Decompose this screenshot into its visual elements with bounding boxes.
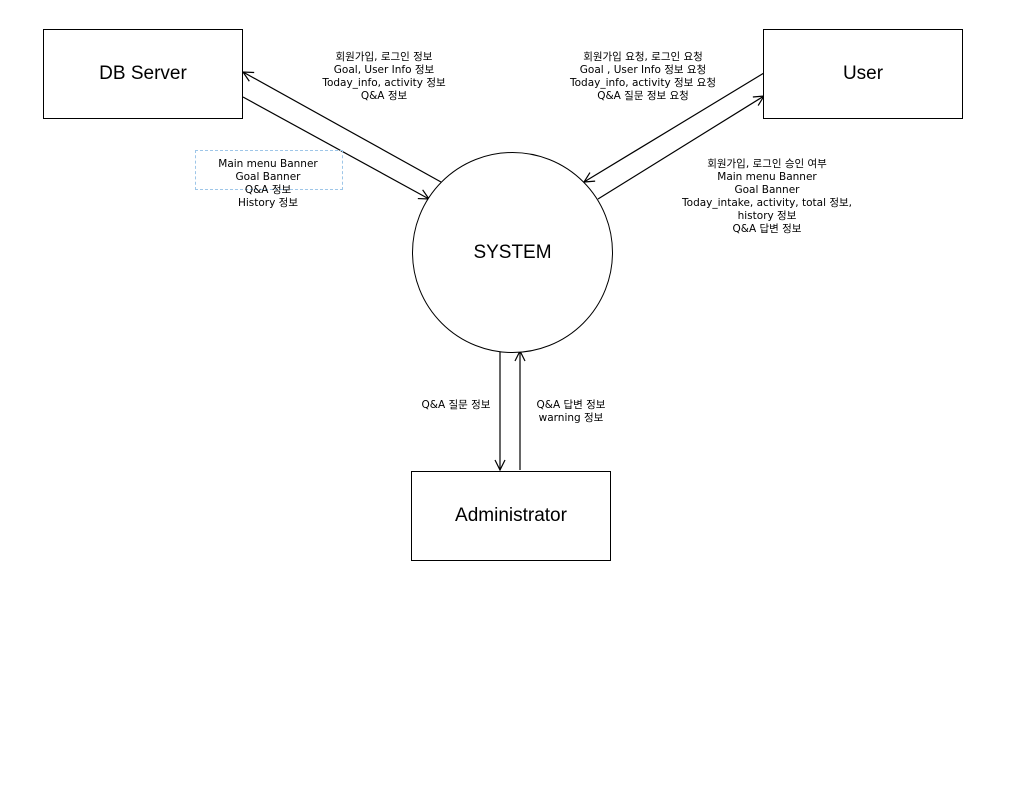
flow-line: History 정보 [237,197,298,209]
administrator-entity: Administrator [411,471,611,561]
user-entity: User [763,29,963,119]
flow-line: warning 정보 [538,412,604,424]
flow-line: Q&A 답변 정보 [732,223,802,235]
flow-line: Goal Banner [235,171,301,183]
flow-line: history 정보 [737,210,797,222]
flow-label-db-to-system: Main menu Banner Goal Banner Q&A 정보 Hist… [193,158,343,210]
flow-line: Today_intake, activity, total 정보, [682,197,852,209]
flow-line: Goal Banner [734,184,800,196]
flow-label-system-to-db: 회원가입, 로그인 정보 Goal, User Info 정보 Today_in… [304,51,464,103]
flow-label-admin-to-system: Q&A 답변 정보 warning 정보 [526,399,616,425]
arrow-user-to-system [584,72,765,182]
flow-label-user-to-system: 회원가입 요청, 로그인 요청 Goal , User Info 정보 요청 T… [558,51,728,103]
flow-line: Main menu Banner [218,158,318,170]
flow-line: 회원가입, 로그인 정보 [335,51,433,63]
flow-line: Goal, User Info 정보 [333,64,435,76]
flow-line: Q&A 질문 정보 [421,399,491,411]
flow-line: 회원가입 요청, 로그인 요청 [583,51,703,63]
db-to-system-label-box [195,150,343,190]
system-process: SYSTEM [412,152,613,353]
arrow-db-to-system [242,96,429,199]
flow-line: Main menu Banner [717,171,817,183]
system-label: SYSTEM [473,241,552,263]
flow-line: 회원가입, 로그인 승인 여부 [707,158,827,170]
flow-line: Q&A 정보 [360,90,408,102]
flow-line: Q&A 답변 정보 [536,399,606,411]
db-server-label: DB Server [99,63,187,84]
flow-line: Q&A 정보 [244,184,292,196]
flow-line: Goal , User Info 정보 요청 [579,64,707,76]
arrow-system-to-db [243,72,442,183]
user-label: User [842,63,884,84]
flow-line: Today_info, activity 정보 요청 [569,77,716,89]
flow-label-system-to-user: 회원가입, 로그인 승인 여부 Main menu Banner Goal Ba… [677,158,857,236]
db-server-entity: DB Server [43,29,243,119]
arrow-system-to-user [597,96,764,200]
flow-label-system-to-admin: Q&A 질문 정보 [408,399,504,412]
flow-line: Today_info, activity 정보 [322,77,446,89]
administrator-label: Administrator [455,505,567,526]
flow-line: Q&A 질문 정보 요청 [597,90,689,102]
